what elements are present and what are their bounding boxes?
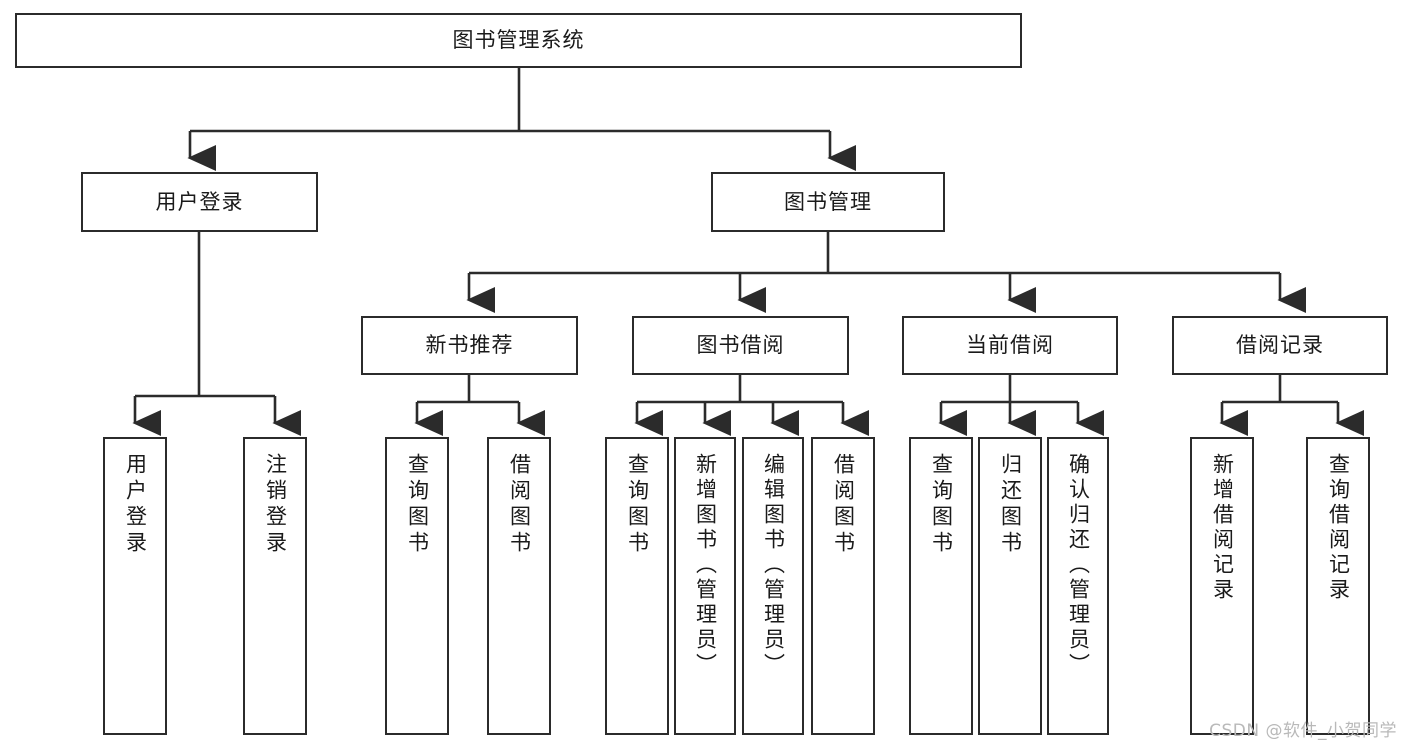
node-current-borrow[interactable]: 当前借阅	[902, 316, 1118, 375]
node-leaf-query-record[interactable]: 查询借阅记录	[1306, 437, 1370, 735]
node-label: 新增借阅记录	[1210, 453, 1235, 603]
node-book-manage[interactable]: 图书管理	[711, 172, 945, 232]
node-label: 查询图书	[405, 453, 430, 557]
node-leaf-user-logout[interactable]: 注销登录	[243, 437, 307, 735]
node-leaf-user-login[interactable]: 用户登录	[103, 437, 167, 735]
node-label: 借阅记录	[1236, 333, 1324, 358]
node-leaf-add-book[interactable]: 新增图书（管理员）	[674, 437, 736, 735]
node-leaf-query-book-3[interactable]: 查询图书	[909, 437, 973, 735]
node-label: 归还图书	[998, 453, 1023, 557]
node-leaf-add-record[interactable]: 新增借阅记录	[1190, 437, 1254, 735]
csdn-watermark: CSDN @软件_小贺同学	[1209, 721, 1397, 741]
node-label: 用户登录	[155, 189, 244, 214]
node-label: 注销登录	[263, 453, 288, 557]
node-leaf-borrow-book-2[interactable]: 借阅图书	[811, 437, 875, 735]
node-label: 编辑图书（管理员）	[761, 453, 786, 678]
node-leaf-borrow-book-1[interactable]: 借阅图书	[487, 437, 551, 735]
node-label: 查询借阅记录	[1326, 453, 1351, 603]
node-label: 新书推荐	[425, 333, 514, 358]
node-user-login[interactable]: 用户登录	[81, 172, 318, 232]
node-leaf-query-book-2[interactable]: 查询图书	[605, 437, 669, 735]
node-label: 图书管理系统	[452, 28, 585, 53]
node-label: 图书管理	[784, 189, 872, 214]
node-label: 查询图书	[929, 453, 954, 557]
node-label: 当前借阅	[966, 333, 1054, 358]
node-book-borrow[interactable]: 图书借阅	[632, 316, 849, 375]
node-leaf-return-book[interactable]: 归还图书	[978, 437, 1042, 735]
node-label: 新增图书（管理员）	[693, 453, 718, 678]
node-label: 查询图书	[625, 453, 650, 557]
node-label: 用户登录	[123, 453, 148, 557]
node-label: 借阅图书	[831, 453, 856, 557]
node-leaf-confirm-return[interactable]: 确认归还（管理员）	[1047, 437, 1109, 735]
node-leaf-edit-book[interactable]: 编辑图书（管理员）	[742, 437, 804, 735]
node-new-book-recommend[interactable]: 新书推荐	[361, 316, 578, 375]
node-borrow-record[interactable]: 借阅记录	[1172, 316, 1388, 375]
node-leaf-query-book-1[interactable]: 查询图书	[385, 437, 449, 735]
node-label: 确认归还（管理员）	[1066, 453, 1091, 678]
node-book-management-system[interactable]: 图书管理系统	[15, 13, 1022, 68]
node-label: 图书借阅	[696, 333, 785, 358]
node-label: 借阅图书	[507, 453, 532, 557]
